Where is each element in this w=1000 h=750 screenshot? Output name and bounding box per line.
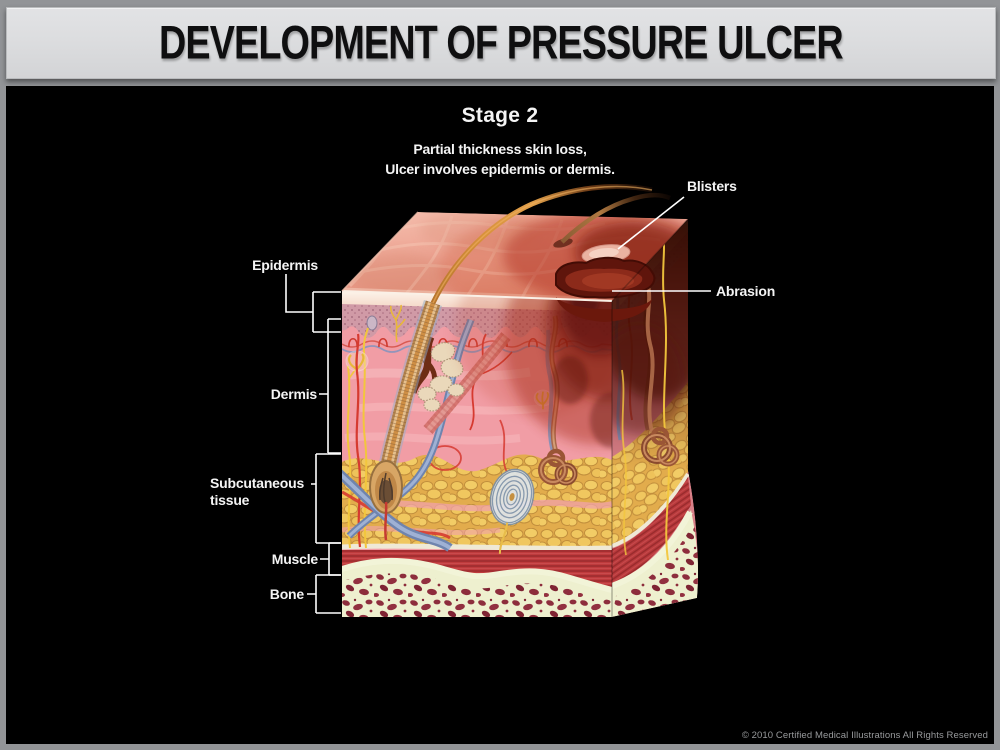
subcutaneous-bracket	[311, 453, 341, 544]
hair-follicle	[369, 299, 443, 541]
label-muscle: Muscle	[271, 551, 318, 567]
label-epidermis: Epidermis	[252, 257, 318, 273]
bone-bracket	[307, 574, 341, 614]
page-title: DEVELOPMENT OF PRESSURE ULCER	[159, 16, 844, 69]
abrasion-wound	[555, 256, 656, 322]
blisters-leader-line	[617, 196, 685, 250]
stage-description-line2: Ulcer involves epidermis or dermis.	[385, 161, 615, 177]
label-bone: Bone	[269, 586, 304, 602]
stage-description: Partial thickness skin loss, Ulcer invol…	[0, 139, 1000, 179]
label-abrasion: Abrasion	[716, 283, 776, 299]
bruise-front	[455, 291, 612, 448]
muscle-bracket	[320, 542, 341, 576]
free-nerve-ending	[389, 304, 406, 343]
pacinian-corpuscle	[489, 468, 535, 554]
stage-description-line1: Partial thickness skin loss,	[413, 141, 587, 157]
cube-right-face	[612, 219, 698, 617]
cube-edges	[341, 211, 689, 617]
stage-title: Stage 2	[461, 104, 539, 127]
annotation-lines	[285, 196, 711, 614]
dermis-bracket	[319, 318, 341, 454]
label-blisters: Blisters	[687, 178, 737, 194]
label-subcutaneous-tissue: Subcutaneous tissue	[210, 475, 330, 509]
title-bar: DEVELOPMENT OF PRESSURE ULCER	[6, 7, 996, 79]
cube-front-face	[342, 291, 612, 617]
epidermis-bracket	[285, 274, 341, 333]
sweat-gland-right	[641, 426, 680, 467]
hair-strands	[430, 184, 671, 305]
label-dermis: Dermis	[270, 386, 317, 402]
label-subcutaneous-line1: Subcutaneous	[210, 475, 305, 491]
copyright-notice: © 2010 Certified Medical Illustrations A…	[741, 730, 988, 741]
label-subcutaneous-line2: tissue	[210, 492, 250, 508]
